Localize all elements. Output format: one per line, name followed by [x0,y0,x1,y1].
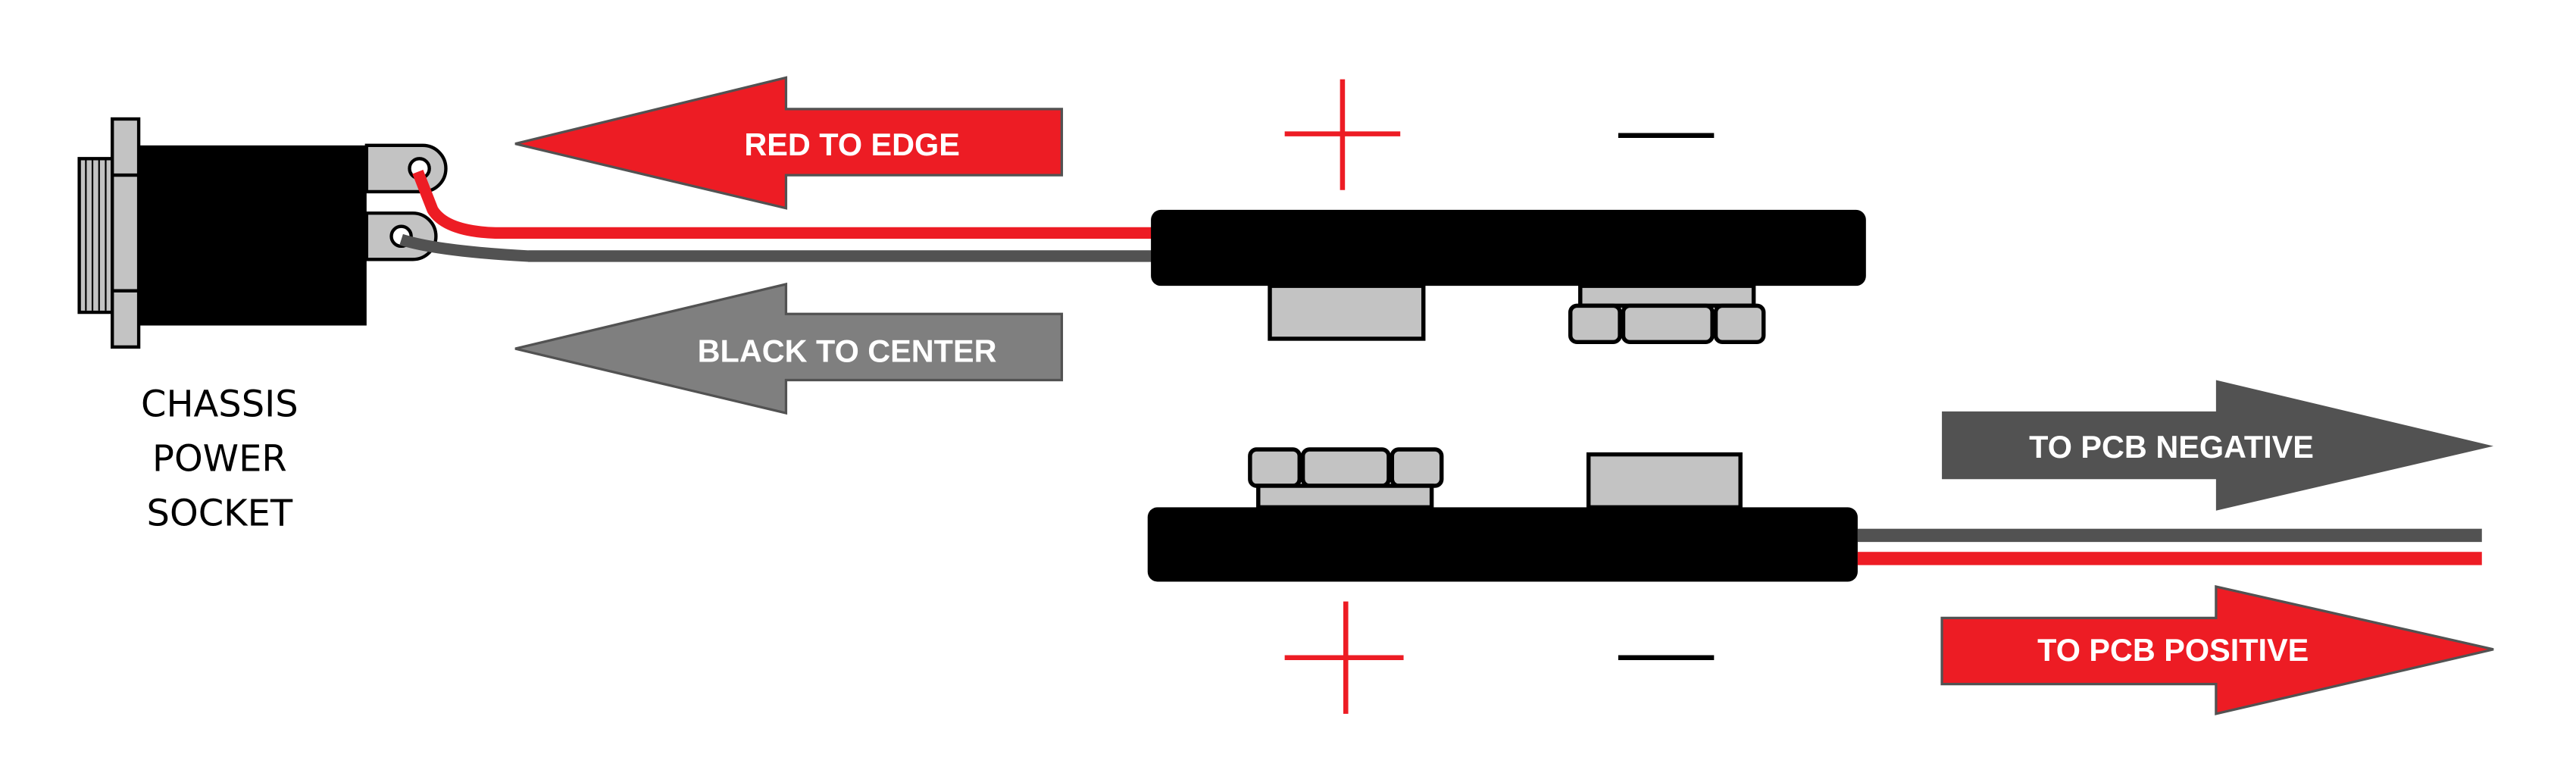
to-pcb-negative-arrow: TO PCB NEGATIVE [1942,380,2494,511]
dc-plug-bottom [1147,447,1858,582]
dc-plug-top [1151,209,1866,345]
to-pcb-positive-arrow: TO PCB POSITIVE [1940,584,2494,715]
socket-label-line-1: CHASSIS [141,383,299,425]
gray-wire-output [1857,528,2482,543]
black-to-center-label: BLACK TO CENTER [698,333,997,368]
socket-body [139,145,367,326]
socket-flange [111,117,141,349]
plus-sign-bottom [1284,601,1404,714]
black-to-center-arrow: BLACK TO CENTER [514,282,1064,415]
socket-label-line-3: SOCKET [147,492,293,534]
to-pcb-positive-label: TO PCB POSITIVE [2037,633,2309,668]
socket-thread [77,157,117,315]
chassis-power-socket [77,117,448,349]
red-wire-output [1857,552,2482,565]
gray-wire-socket [399,233,1153,262]
red-wire-socket [412,169,1153,239]
to-pcb-negative-label: TO PCB NEGATIVE [2029,430,2314,465]
edge-lug [364,143,448,194]
socket-label-line-2: POWER [152,437,287,480]
plus-sign-top [1284,79,1401,190]
red-to-edge-label: RED TO EDGE [744,127,959,162]
red-to-edge-arrow: RED TO EDGE [514,76,1064,210]
